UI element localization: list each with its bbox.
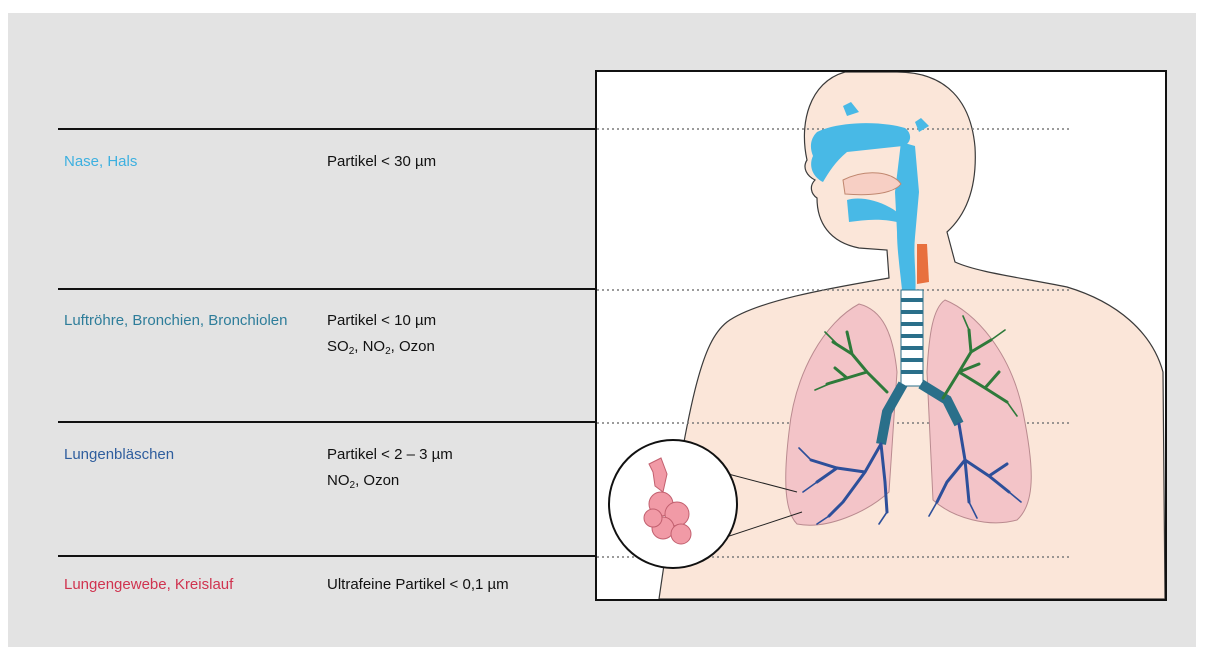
gases-text: NO2, Ozon	[327, 471, 453, 490]
particle-size-tissue-circulation: Ultrafeine Partikel < 0,1 µm	[327, 575, 509, 594]
human-head-torso-illustration	[597, 72, 1165, 599]
gas-no2: NO	[327, 472, 350, 489]
particle-size-alveoli: Partikel < 2 – 3 µm NO2, Ozon	[327, 445, 453, 490]
particles-text: Partikel < 30 µm	[327, 152, 436, 171]
gas-no2: NO	[363, 338, 386, 355]
gas-so2: SO	[327, 338, 349, 355]
particles-text: Ultrafeine Partikel < 0,1 µm	[327, 575, 509, 594]
region-label-trachea-bronchi: Luftröhre, Bronchien, Bronchiolen	[64, 311, 294, 330]
particle-size-nose-throat: Partikel < 30 µm	[327, 152, 436, 171]
particles-text: Partikel < 2 – 3 µm	[327, 445, 453, 464]
gases-text: SO2, NO2, Ozon	[327, 337, 436, 356]
region-label-alveoli: Lungenbläschen	[64, 445, 174, 464]
esophagus	[917, 244, 929, 284]
row-divider-tissue	[58, 555, 598, 557]
row-divider-alveoli	[58, 421, 598, 423]
anatomy-figure	[595, 70, 1167, 601]
alveoli-magnifier-icon	[609, 440, 737, 568]
row-divider-trachea	[58, 288, 598, 290]
particle-size-trachea-bronchi: Partikel < 10 µm SO2, NO2, Ozon	[327, 311, 436, 356]
gas-ozone: , Ozon	[391, 338, 435, 355]
gas-ozone: , Ozon	[355, 472, 399, 489]
gas-separator: ,	[354, 338, 362, 355]
particles-text: Partikel < 10 µm	[327, 311, 436, 330]
region-label-nose-throat: Nase, Hals	[64, 152, 137, 171]
region-label-tissue-circulation: Lungengewebe, Kreislauf	[64, 575, 233, 594]
row-divider-nose	[58, 128, 598, 130]
